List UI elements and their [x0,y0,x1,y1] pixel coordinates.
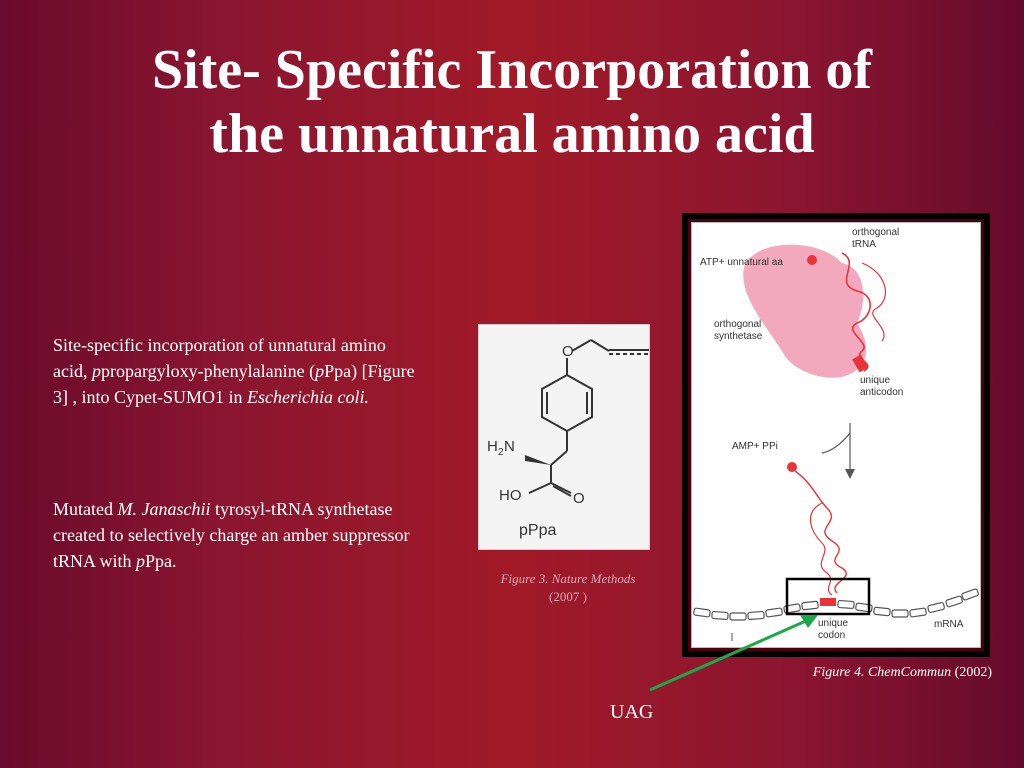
hydroxyl-label: HO [499,487,522,504]
synthetase-label-2: synthetase [714,331,763,342]
p1-text-3: Ppa) [Figure 3] , into Cypet-SUMO1 in [53,361,415,407]
orthogonal-trna-label-1: orthogonal [852,227,899,238]
unnatural-aa-dot [807,255,817,265]
anticodon-label-2: anticodon [860,387,903,398]
synthetase-label-1: orthogonal [714,319,761,330]
atp-label: ATP+ unnatural aa [700,257,783,268]
figure-4-caption-year: (2002) [951,665,992,680]
p1-italic-2: p [315,361,325,381]
ppa-structure-diagram: O H 2 N HO O pPpa [487,339,649,539]
figure-4-frame: orthogonal tRNA ATP+ unnatural aa orthog… [682,213,990,657]
codon-marker [820,598,836,606]
figure-3-caption: Figure 3. Nature Methods (2007 ) [478,570,658,606]
codon-label-1: unique [818,618,848,629]
figure-4-caption: Figure 4. ChemCommun (2002) [760,665,992,681]
codon-label-2: codon [818,630,845,641]
title-line-2: the unnatural amino acid [209,103,815,165]
paragraph-synthetase: Mutated M. Janaschii tyrosyl-tRNA synthe… [53,496,423,574]
orthogonal-trna-label-2: tRNA [852,239,876,250]
p1-italic-3: Escherichia coli. [247,387,369,407]
ppa-name-label: pPpa [519,522,556,539]
title-line-1: Site- Specific Incorporation of [151,39,873,101]
carbonyl-oxygen-label: O [573,490,585,507]
p2-italic-1: M. Janaschii [117,499,211,519]
uag-label: UAG [610,701,654,723]
p1-text-1: Site-specific incorporation of unnatural… [53,335,386,381]
slide-title: Site- Specific Incorporation of the unna… [0,38,1024,166]
figure-3-structure: O H 2 N HO O pPpa [478,324,650,550]
paragraph-incorporation: Site-specific incorporation of unnatural… [53,332,423,410]
anticodon-label-1: unique [860,375,890,386]
trna-incorporation-diagram: orthogonal tRNA ATP+ unnatural aa orthog… [693,227,979,641]
h2-subscript: 2 [498,447,504,458]
figure-4-caption-source: Figure 4. ChemCommun [812,665,952,680]
charged-trna [794,470,847,594]
synthetase-blob [743,244,867,378]
h-label: H [487,438,498,455]
anticodon-marker [852,354,869,373]
p1-text-2: propargyloxy-phenylalanine ( [100,361,316,381]
figure-3-caption-source: Figure 3. Nature Methods [500,571,636,586]
p2-text-1: Mutated [53,499,118,519]
amp-label: AMP+ PPi [732,441,778,452]
p2-text-2: tyrosyl-tRNA synthetase created to selec… [53,499,410,571]
p2-text-3: Ppa. [145,551,177,571]
figure-3-caption-year: (2007 ) [549,589,587,604]
down-arrow-icon [845,469,855,479]
figure-4-diagram: orthogonal tRNA ATP+ unnatural aa orthog… [691,222,981,648]
charged-aa-dot [787,462,797,472]
p1-italic-1: p [91,361,101,381]
p2-italic-2: p [136,551,146,571]
oxygen-label: O [562,343,574,360]
n-label: N [504,438,515,455]
mrna-label: mRNA [934,619,964,630]
